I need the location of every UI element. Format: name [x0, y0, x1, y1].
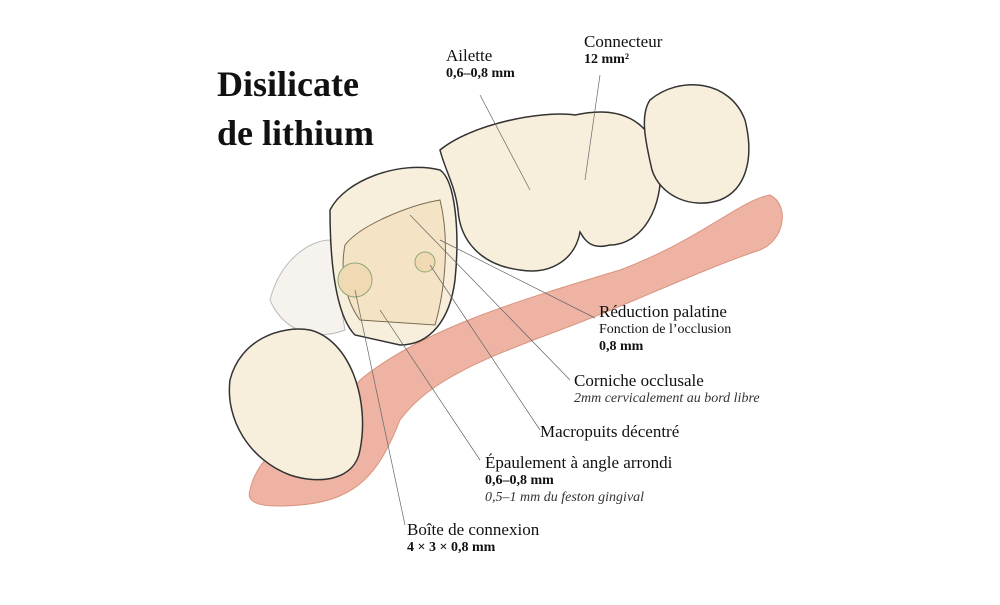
- label-sub: 2mm cervicalement au bord libre: [574, 391, 760, 407]
- label-sub: Fonction de l’occlusion: [599, 322, 732, 338]
- label-name: Ailette: [446, 46, 493, 65]
- title-line-2: de lithium: [217, 112, 375, 153]
- leader-line-ailette: [479, 94, 531, 191]
- leader-lines: [354, 74, 601, 526]
- label-value: 0,6–0,8 mm: [446, 66, 515, 82]
- label-name: Macropuits décentré: [540, 422, 680, 441]
- label-reduction-palatine: Réduction palatine Fonction de l’occlusi…: [599, 302, 731, 356]
- label-name: Boîte de connexion: [407, 520, 540, 539]
- macro-pit: [414, 251, 436, 273]
- title-line-1: Disilicate: [217, 64, 359, 104]
- tooth-molar: [643, 83, 750, 204]
- label-name: Réduction palatine: [599, 302, 727, 321]
- connection-box: [337, 262, 373, 298]
- leader-line-corniche-occlusale: [409, 214, 571, 381]
- leader-line-connecteur: [584, 74, 601, 181]
- label-value: 4 × 3 × 0,8 mm: [407, 540, 496, 556]
- diagram-title: Disilicate de lithium: [217, 60, 374, 157]
- leader-line-reduction-palatine: [439, 239, 596, 319]
- label-corniche-occlusale: Corniche occlusale 2mm cervicalement au …: [574, 371, 760, 408]
- label-macropuits: Macropuits décentré: [540, 422, 679, 442]
- label-name: Corniche occlusale: [574, 371, 704, 390]
- label-name: Connecteur: [584, 32, 663, 51]
- leader-line-boite-connexion: [354, 289, 406, 526]
- label-name: Épaulement à angle arrondi: [485, 453, 673, 472]
- label-value: 0,8 mm: [599, 339, 644, 355]
- leader-line-macropuits: [429, 264, 541, 431]
- label-value: 0,6–0,8 mm: [485, 473, 554, 489]
- tooth-lateral-ghost: [269, 239, 346, 336]
- pontic: [439, 111, 662, 272]
- label-boite-connexion: Boîte de connexion 4 × 3 × 0,8 mm: [407, 520, 539, 557]
- label-connecteur: Connecteur 12 mm²: [584, 32, 662, 69]
- tooth-canine: [228, 328, 364, 481]
- leader-line-epaulement: [379, 309, 481, 461]
- gum: [248, 194, 783, 507]
- label-ailette: Ailette 0,6–0,8 mm: [446, 46, 515, 83]
- label-value: 12 mm²: [584, 52, 630, 68]
- label-sub: 0,5–1 mm du feston gingival: [485, 490, 645, 506]
- label-epaulement: Épaulement à angle arrondi 0,6–0,8 mm 0,…: [485, 453, 672, 507]
